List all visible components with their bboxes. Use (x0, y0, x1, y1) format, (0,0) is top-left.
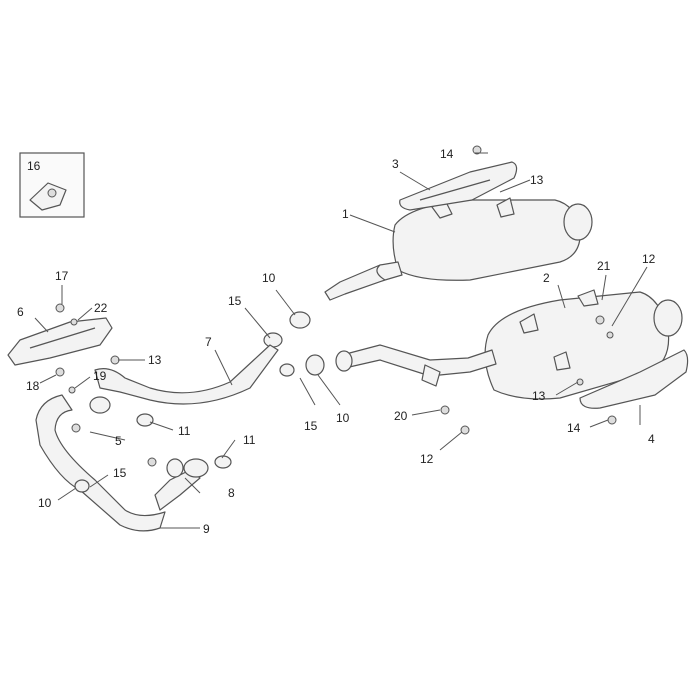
callout-4: 4 (648, 432, 655, 446)
callout-1: 1 (342, 207, 349, 221)
callout-11-left: 11 (178, 424, 191, 438)
callout-8: 8 (228, 486, 235, 500)
clip-nut-hole (47, 188, 57, 198)
callout-19: 19 (93, 369, 107, 383)
callout-20: 20 (394, 409, 408, 423)
callout-5: 5 (115, 434, 122, 448)
callout-14-upper: 14 (440, 147, 454, 161)
header-pipe-rear (35, 394, 209, 532)
callout-9: 9 (203, 522, 210, 536)
clip-nut-part (29, 182, 67, 211)
callout-10-upper: 10 (262, 271, 276, 285)
callout-3: 3 (392, 157, 399, 171)
callout-15-center: 15 (304, 419, 318, 433)
callout-17: 17 (55, 269, 69, 283)
callout-2: 2 (543, 271, 550, 285)
callout-13-right: 13 (532, 389, 546, 403)
callout-6: 6 (17, 305, 24, 319)
muffler-upper (324, 197, 593, 301)
callout-13-left: 13 (148, 353, 162, 367)
callout-10-center: 10 (336, 411, 350, 425)
callout-13-upper: 13 (530, 173, 544, 187)
leader-lines (34, 152, 648, 529)
callout-12-right: 12 (642, 252, 656, 266)
callout-16: 16 (27, 159, 41, 173)
muffler-lower (484, 289, 683, 400)
callout-18: 18 (26, 379, 40, 393)
callout-12-center: 12 (420, 452, 434, 466)
callout-11-right: 11 (243, 433, 256, 447)
heat-shield-lower (579, 349, 689, 409)
center-clamps (263, 311, 325, 377)
callout-22: 22 (94, 301, 108, 315)
callout-15-upper: 15 (228, 294, 242, 308)
callouts: 1 3 14 13 2 21 12 13 14 4 20 12 10 15 7 … (17, 147, 656, 536)
heat-shield-left (7, 317, 113, 366)
callout-14-right: 14 (567, 421, 581, 435)
callout-10-left: 10 (38, 496, 52, 510)
link-pipe-lower (335, 344, 497, 387)
callout-21: 21 (597, 259, 611, 273)
header-pipe-front (94, 344, 279, 405)
inset-clip-nut (19, 152, 85, 218)
hardware (55, 145, 617, 493)
callout-7: 7 (205, 335, 212, 349)
heat-shield-upper (399, 161, 518, 211)
callout-15-left: 15 (113, 466, 127, 480)
